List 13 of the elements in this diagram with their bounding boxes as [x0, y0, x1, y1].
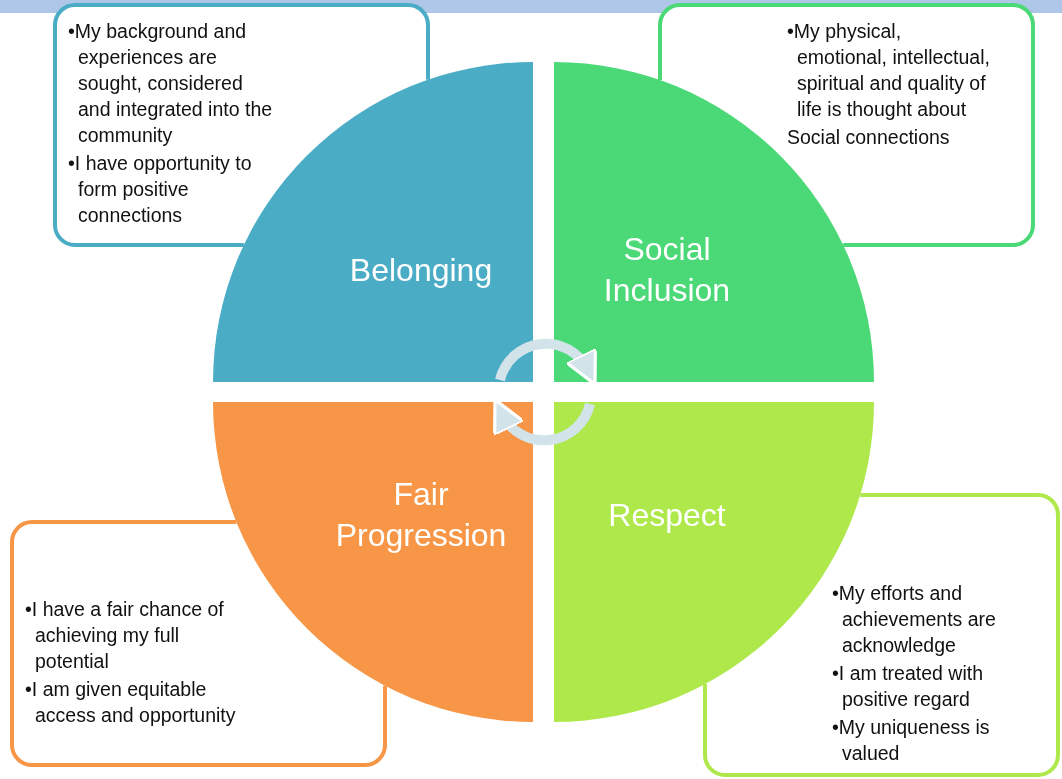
bullet-text: •My efforts and achievements are acknowledge: [832, 581, 997, 658]
quadrant-title: Fair Progression: [334, 475, 508, 555]
quadrant-title: Social Inclusion: [602, 230, 732, 310]
bullet-text: Social connections: [787, 125, 951, 150]
quadrant-title: Belonging: [348, 250, 494, 290]
bullet-text: •I am treated with positive regard: [832, 661, 984, 712]
bullet-text: •My physical, emotional, intellectual, spiritual and quality of life is thought about: [787, 19, 991, 122]
bullet-text: •I have a fair chance of achieving my full potential: [25, 597, 225, 674]
bullet-text: •I have opportunity to form positive connections: [68, 151, 253, 228]
bullet-text: •My background and experiences are sought, considered and integrated into the community: [68, 19, 274, 148]
bullet-text: •I am given equitable access and opportunity: [25, 677, 237, 728]
quadrant-title: Respect: [607, 495, 727, 535]
bullet-text: •My uniqueness is valued: [832, 715, 991, 766]
